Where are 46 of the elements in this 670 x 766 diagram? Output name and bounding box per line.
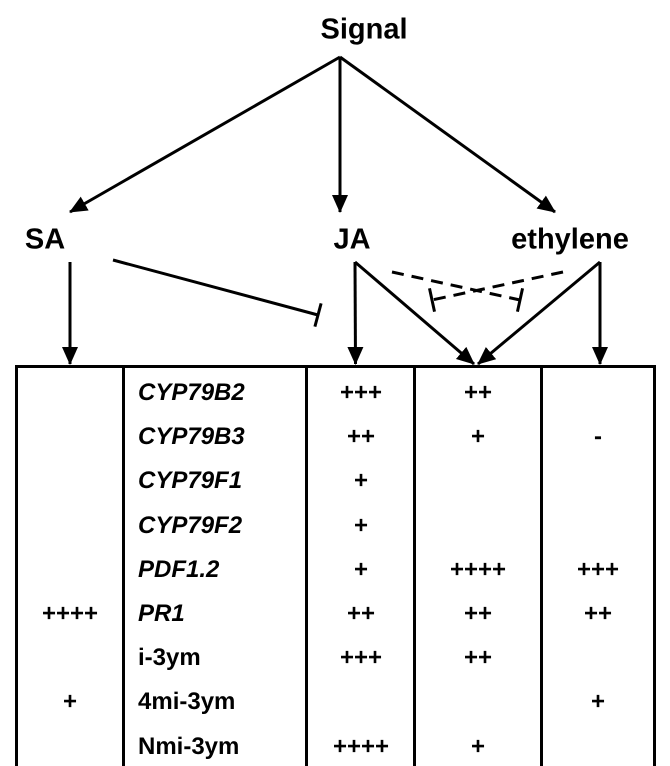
inhibition-line bbox=[428, 270, 564, 314]
arrow bbox=[62, 262, 78, 365]
table-cell: + bbox=[63, 690, 77, 714]
table-cell: ++++ bbox=[42, 602, 98, 626]
arrow bbox=[477, 260, 601, 366]
table-row-header: Nmi-3ym bbox=[138, 734, 240, 759]
table-cell: + bbox=[591, 690, 605, 714]
arrow bbox=[592, 262, 608, 365]
table-cell: +++ bbox=[576, 558, 620, 582]
table-row-header: CYP79F1 bbox=[138, 469, 242, 494]
node-label: SA bbox=[24, 224, 66, 256]
table-column bbox=[15, 365, 125, 766]
table-cell: ++ bbox=[464, 381, 492, 405]
table-cell: + bbox=[471, 734, 485, 759]
table-cell: - bbox=[594, 425, 602, 450]
table-cell: ++ bbox=[464, 602, 492, 626]
node-label: Signal bbox=[320, 14, 408, 46]
table-row-header: PR1 bbox=[138, 602, 185, 626]
arrow bbox=[332, 57, 348, 213]
table-cell: ++++ bbox=[450, 558, 506, 582]
table-cell: ++++ bbox=[332, 734, 390, 759]
arrow bbox=[347, 262, 364, 365]
table-row-header: CYP79B2 bbox=[138, 381, 245, 405]
table-row-header: PDF1.2 bbox=[138, 558, 220, 582]
table-cell: + bbox=[471, 425, 485, 450]
table-cell: + bbox=[354, 469, 368, 494]
arrow bbox=[354, 260, 475, 366]
table-row-header: i-3ym bbox=[138, 646, 201, 670]
table-cell: +++ bbox=[340, 646, 382, 670]
table-cell: + bbox=[354, 558, 368, 582]
table-cell: ++ bbox=[346, 425, 376, 450]
arrow bbox=[339, 56, 556, 214]
node-label: ethylene bbox=[511, 224, 629, 256]
table-column bbox=[540, 365, 656, 766]
inhibition-line bbox=[112, 258, 323, 328]
table-row-header: 4mi-3ym bbox=[138, 690, 236, 714]
table-cell: +++ bbox=[340, 381, 382, 405]
table-row-header: CYP79F2 bbox=[138, 514, 242, 538]
table-cell: ++ bbox=[464, 646, 492, 670]
table-row-header: CYP79B3 bbox=[138, 425, 245, 450]
arrow bbox=[69, 56, 341, 214]
inhibition-line bbox=[392, 270, 524, 314]
node-label: JA bbox=[333, 224, 371, 256]
table-cell: ++ bbox=[584, 602, 612, 626]
table-cell: ++ bbox=[346, 602, 376, 626]
table-cell: + bbox=[354, 514, 368, 538]
